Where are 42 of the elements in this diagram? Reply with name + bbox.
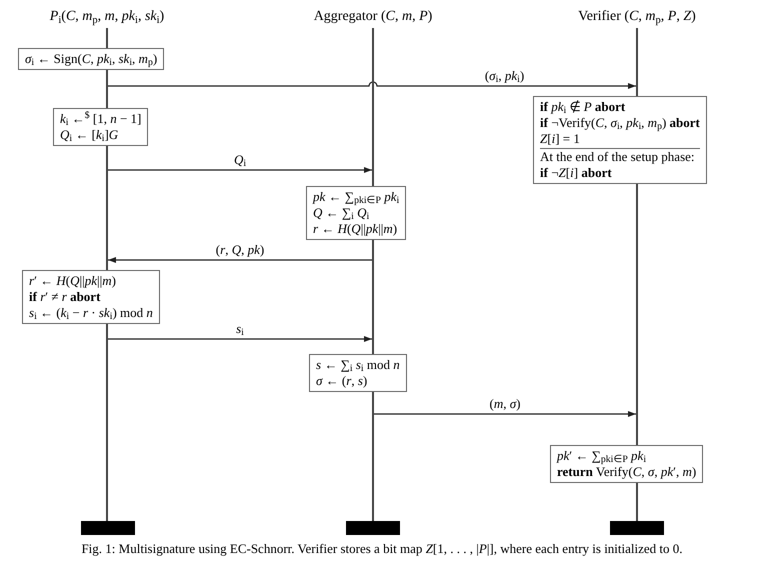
statement: k$_{i}$ ←$^{$}$ [1, n − 1] xyxy=(60,111,142,127)
message-arrow xyxy=(108,257,372,263)
action-box xyxy=(53,108,148,146)
participant-label: P$_{i}$(C, m$_{p}$, m, pk$_{i}$, sk$_{i}$) xyxy=(50,6,164,27)
statement: if ¬Z[i] abort xyxy=(540,165,613,181)
action-box xyxy=(533,96,707,184)
edge-label: (r, Q, pk) xyxy=(216,242,264,257)
edge-label: (σ$_{i}$, pk$_{i}$) xyxy=(484,68,524,83)
participant-label: Verifier (C, m$_{p}$, P, Z) xyxy=(578,6,696,27)
statement: if pk$_{i}$ ∉ P abort xyxy=(540,99,626,115)
edge-label: (m, σ) xyxy=(490,396,520,411)
action-box xyxy=(309,354,407,392)
statement: s$_{i}$ ← (k$_{i}$ − r · sk$_{i}$) mod n xyxy=(29,305,153,321)
end-bar xyxy=(610,521,664,535)
statement: if r′ ≠ r abort xyxy=(29,289,102,305)
message-arrow xyxy=(108,336,372,342)
statement: At the end of the setup phase: xyxy=(540,149,696,165)
action-box xyxy=(18,48,164,70)
statement: return Verify(C, σ, pk′, m) xyxy=(557,464,696,480)
edge-label: Q$_{i}$ xyxy=(234,152,246,167)
statement: r ← H(Q||pk||m) xyxy=(313,221,398,237)
edge-label: s$_{i}$ xyxy=(236,321,244,336)
statement: if ¬Verify(C, σ$_{i}$, pk$_{i}$, m$_{p}$) abort xyxy=(540,115,700,131)
end-bar xyxy=(81,521,135,535)
action-box xyxy=(22,270,160,324)
action-box xyxy=(550,445,704,483)
statement: pk′ ← ∑$_{pki∈P}$ pk$_{i}$ xyxy=(557,448,648,464)
figure-caption: Fig. 1: Multisignature using EC-Schnorr. Verifier stores a bit map Z[1, . . . , |P|], where each entry is initialized to 0. xyxy=(80,540,684,558)
message-arrow xyxy=(374,411,636,417)
statement: r′ ← H(Q||pk||m) xyxy=(29,273,117,289)
statement: pk ← ∑$_{pki∈P}$ pk$_{i}$ xyxy=(313,189,400,205)
statement: Z[i] = 1 xyxy=(540,131,700,149)
message-arrow xyxy=(108,167,372,173)
message-arrow xyxy=(108,82,636,89)
action-box xyxy=(306,186,406,240)
statement: σ ← (r, s) xyxy=(316,373,368,389)
statement: Q ← ∑$_{i}$ Q$_{i}$ xyxy=(313,205,370,221)
participant-label: Aggregator (C, m, P) xyxy=(314,6,432,27)
statement: σ$_{i}$ ← Sign(C, pk$_{i}$, sk$_{i}$, m$_{p}$) xyxy=(25,51,158,67)
statement: s ← ∑$_{i}$ s$_{i}$ mod n xyxy=(316,357,400,373)
end-bar xyxy=(346,521,400,535)
statement: Q$_{i}$ ← [k$_{i}$]G xyxy=(60,127,120,143)
